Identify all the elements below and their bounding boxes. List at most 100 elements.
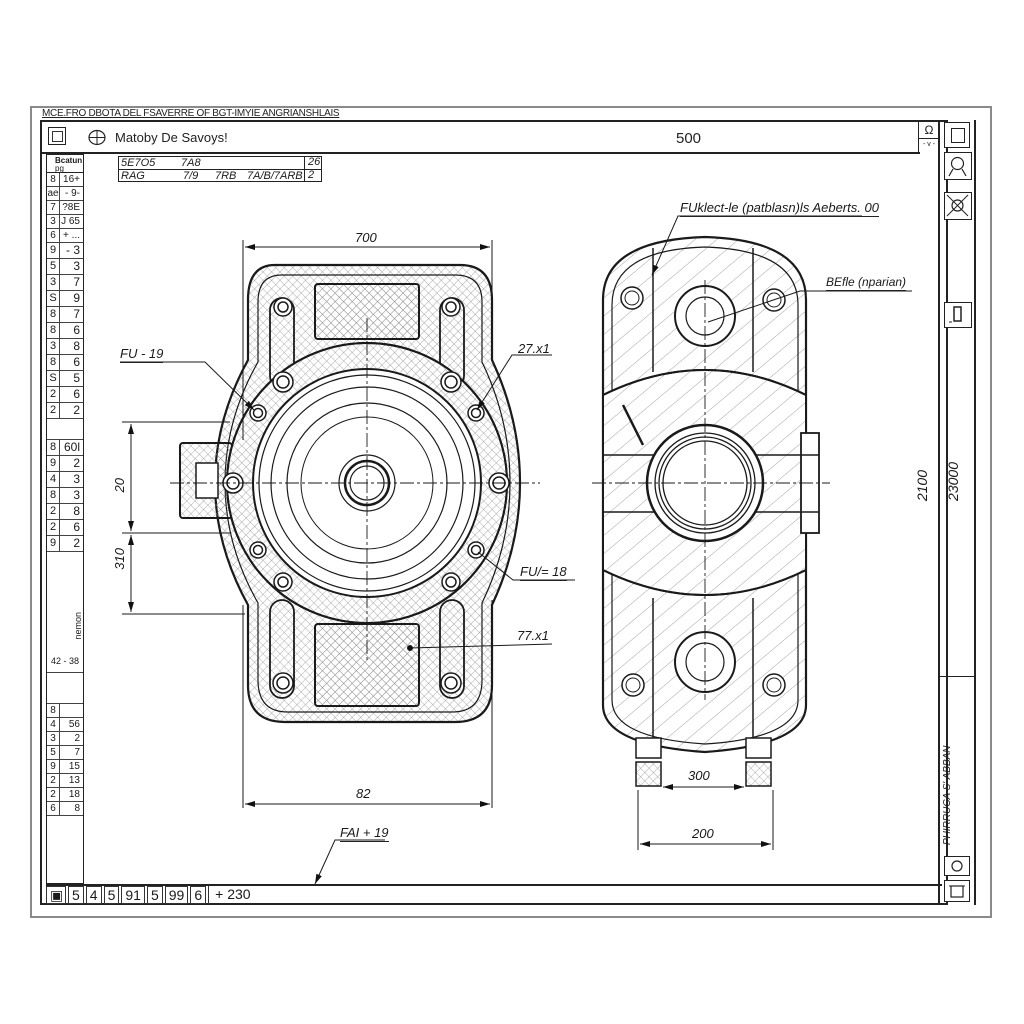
- parts-list-note: nemon 42 - 38: [47, 552, 83, 673]
- sheet-title: MCE.FRO DBOTA DEL FSAVERRE OF BGT-IMYIE …: [42, 108, 340, 119]
- row-index: 4: [47, 472, 60, 487]
- dim-front-left-lower: 310: [112, 548, 127, 570]
- row-index: 8: [47, 323, 60, 338]
- row-value: 2: [73, 403, 80, 417]
- row-value: J 65: [61, 216, 80, 227]
- row-index: 2: [47, 403, 60, 418]
- bottom-cell: 99: [164, 886, 189, 904]
- header-bar: [40, 120, 920, 154]
- right-divider: [940, 676, 974, 677]
- dim-front-bottom: 82: [356, 786, 371, 801]
- row-value: 15: [68, 761, 80, 772]
- parts-list-title: Bcatun: [55, 156, 83, 165]
- omega-box[interactable]: Ω - v -: [918, 122, 939, 154]
- info-row: RAG 7/9 7RB 7A/B/7ARB: [118, 169, 322, 182]
- callout-fu-18: FU/= 18: [520, 564, 567, 581]
- info-row: 5E7O5 7A8: [118, 156, 322, 169]
- row-index: 8: [47, 440, 60, 455]
- info-cell: 2: [304, 169, 322, 182]
- callout-27x1: 27.x1: [518, 341, 550, 356]
- row-index: 6: [47, 802, 60, 815]
- row-index: 2: [47, 788, 60, 801]
- omega-sub: - v -: [922, 141, 936, 148]
- rotate-button[interactable]: [944, 856, 970, 876]
- row-index: 8: [47, 488, 60, 503]
- row-value: 18: [68, 789, 80, 800]
- row-value: 8: [73, 339, 80, 353]
- frame-toggle-button[interactable]: [944, 122, 970, 148]
- row-index: 8: [47, 307, 60, 322]
- row-value: 56: [68, 719, 80, 730]
- print-icon: [949, 885, 965, 898]
- window-icon[interactable]: [48, 127, 66, 145]
- row-index: 9: [47, 760, 60, 773]
- row-value: [60, 704, 83, 717]
- row-index: 3: [47, 275, 60, 290]
- parts-list-gap: [47, 673, 83, 704]
- parts-list-gap: [47, 419, 83, 440]
- row-value: - 3: [65, 243, 80, 257]
- overall-height-dim-secondary: 23000: [945, 462, 961, 501]
- dim-side-inner: 300: [688, 768, 710, 783]
- info-table: 5E7O5 7A8 RAG 7/9 7RB 7A/B/7ARB: [118, 156, 322, 184]
- callout-77x1: 77.x1: [517, 628, 549, 643]
- row-index: 4: [47, 718, 60, 731]
- print-button[interactable]: [944, 880, 970, 902]
- row-value: 6: [73, 355, 80, 369]
- row-value: 2: [73, 536, 80, 550]
- row-value: 3: [73, 259, 80, 273]
- bottom-cell: 91: [121, 886, 145, 904]
- row-value: 7: [74, 747, 80, 758]
- row-value: 8: [74, 803, 80, 814]
- row-index: 3: [47, 215, 60, 228]
- row-value: 5: [73, 371, 80, 385]
- info-cell: 5E7O5: [121, 157, 156, 169]
- circle-view-icon: [948, 156, 967, 177]
- callout-fai-19: FAI + 19: [340, 825, 389, 842]
- row-index: 8: [47, 355, 60, 370]
- row-value: 6: [73, 323, 80, 337]
- row-value: 3: [73, 488, 80, 502]
- bottom-icon-cell[interactable]: ▣: [46, 886, 66, 904]
- bottom-cell: 6: [190, 886, 207, 904]
- drawing-frame: [40, 120, 948, 905]
- row-index: 9: [47, 456, 60, 471]
- door-button[interactable]: [944, 302, 972, 328]
- row-value: 9: [73, 291, 80, 305]
- bottom-cell: 4: [85, 886, 102, 904]
- row-index: 9: [47, 536, 60, 551]
- view-button[interactable]: [944, 152, 972, 180]
- info-cell: RAG: [121, 170, 145, 182]
- section-button[interactable]: [944, 192, 972, 220]
- row-value: 60l: [63, 440, 80, 454]
- app-title: Matoby De Savoys!: [115, 130, 228, 145]
- parts-list-subtitle: pg: [55, 164, 64, 173]
- row-value: 2: [73, 456, 80, 470]
- globe-icon[interactable]: [88, 128, 106, 146]
- row-value: ?8E: [62, 202, 80, 213]
- row-index: 8: [47, 173, 60, 186]
- row-value: 6: [73, 387, 80, 401]
- row-index: 2: [47, 504, 60, 519]
- note-code: 42 - 38: [51, 656, 80, 666]
- row-value: 6: [73, 520, 80, 534]
- row-index: 2: [47, 520, 60, 535]
- info-cell: 7A/B/7ARB: [247, 170, 303, 182]
